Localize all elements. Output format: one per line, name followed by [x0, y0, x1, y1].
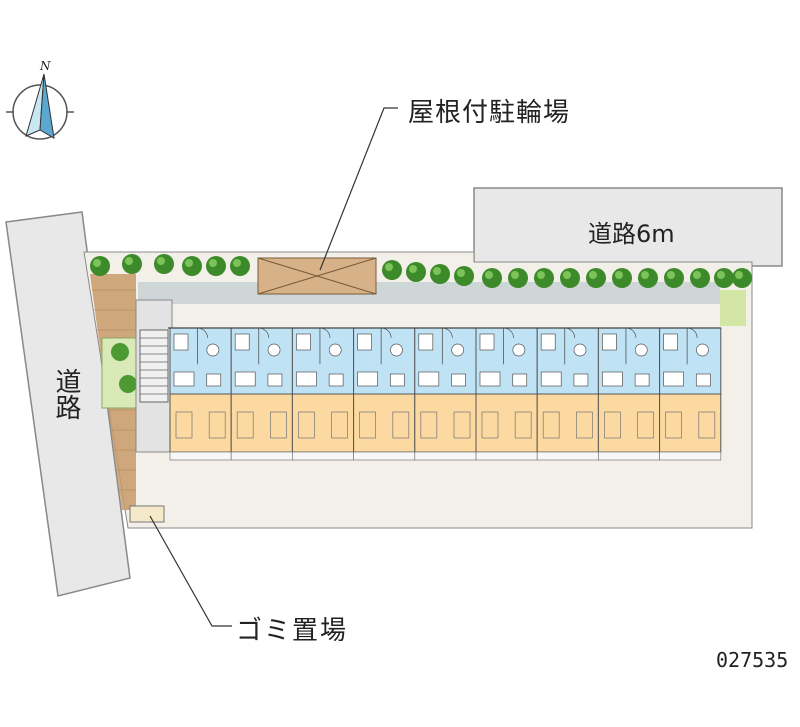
tree-icon: [382, 260, 402, 280]
garbage-area: [129, 505, 165, 523]
tree-row: [90, 254, 752, 288]
apartment-unit: [659, 327, 722, 461]
tree-icon: [664, 268, 684, 288]
side-road: [5, 211, 131, 597]
tree-icon: [560, 268, 580, 288]
property-code: 027535: [716, 648, 789, 672]
apartment-unit: [475, 327, 538, 461]
leader-line-bike: [319, 107, 398, 271]
road-6m: [473, 187, 783, 267]
tree-icon: [182, 256, 202, 276]
tree-icon: [482, 268, 502, 288]
compass-icon: N: [6, 59, 74, 140]
garbage-label: ゴミ置場: [236, 616, 349, 646]
tree-icon: [534, 268, 554, 288]
tree-icon: [454, 266, 474, 286]
apartment-unit: [536, 327, 599, 461]
bike-parking-roof: [257, 257, 377, 295]
tree-icon: [732, 268, 752, 288]
apartment-units: [168, 327, 722, 461]
side-road-text: 道路: [51, 368, 81, 420]
tree-icon: [638, 268, 658, 288]
apartment-unit: [414, 327, 477, 461]
apartment-unit: [230, 327, 293, 461]
apartment-unit: [291, 327, 355, 461]
side-road-label: 道路: [50, 368, 81, 428]
tree-icon: [122, 254, 142, 274]
tree-icon: [206, 256, 226, 276]
north-letter: N: [39, 59, 51, 73]
apartment-unit: [597, 327, 661, 461]
apartment-unit: [169, 327, 232, 461]
staircase: [139, 329, 169, 403]
right-planter: [720, 290, 746, 326]
road-6m-label: 道路6m: [588, 220, 675, 248]
tree-icon: [586, 268, 606, 288]
tree-icon: [508, 268, 528, 288]
tree-icon: [406, 262, 426, 282]
building-grey-band: [138, 282, 720, 304]
tree-icon: [690, 268, 710, 288]
apartment-unit: [353, 327, 416, 461]
tree-icon: [714, 268, 734, 288]
bike-parking-label: 屋根付駐輪場: [408, 98, 571, 128]
tree-icon: [230, 256, 250, 276]
tree-icon: [612, 268, 632, 288]
leader-line-garbage: [149, 515, 232, 627]
tree-icon: [154, 254, 174, 274]
tree-icon: [430, 264, 450, 284]
tree-icon: [90, 256, 110, 276]
